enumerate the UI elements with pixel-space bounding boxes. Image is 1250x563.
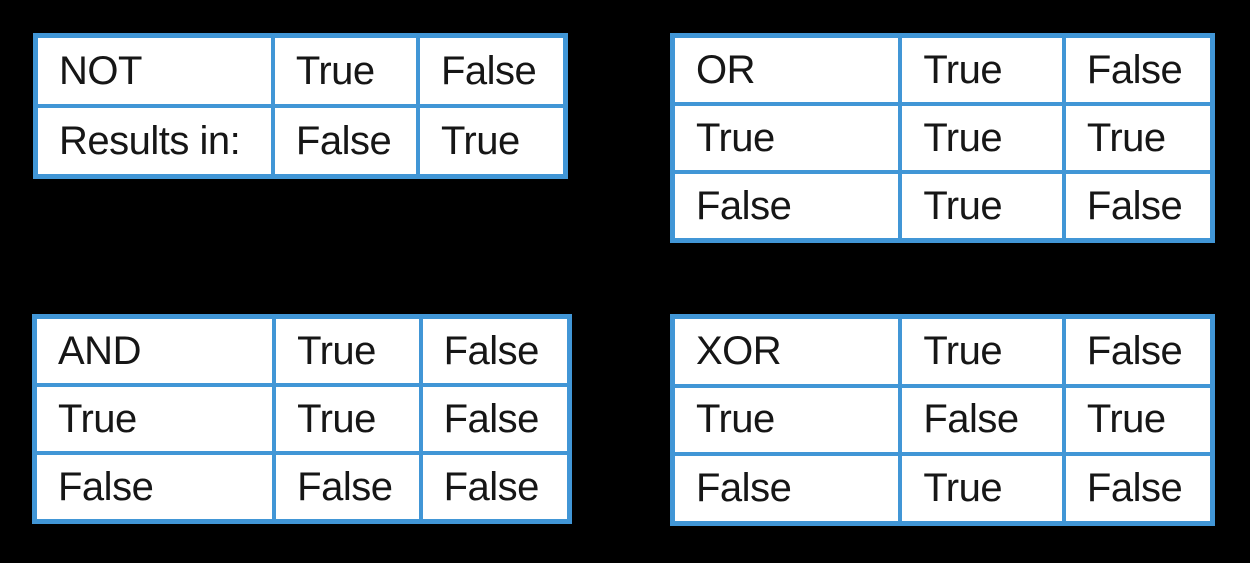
value-cell: False bbox=[274, 108, 416, 174]
row-label-cell: False bbox=[675, 456, 899, 521]
operator-cell: AND bbox=[37, 319, 273, 383]
or-truth-table: OR True False True True True False True … bbox=[670, 33, 1215, 243]
value-cell: False bbox=[422, 387, 567, 451]
header-cell: True bbox=[276, 319, 419, 383]
row-label-cell: True bbox=[675, 106, 899, 170]
header-cell: False bbox=[1065, 38, 1210, 102]
row-label-cell: Results in: bbox=[38, 108, 271, 174]
header-cell: False bbox=[1065, 319, 1210, 384]
header-cell: False bbox=[422, 319, 567, 383]
value-cell: False bbox=[276, 455, 419, 519]
row-label-cell: False bbox=[675, 174, 899, 238]
value-cell: True bbox=[419, 108, 563, 174]
header-cell: True bbox=[274, 38, 416, 104]
value-cell: False bbox=[902, 387, 1062, 453]
value-cell: True bbox=[902, 174, 1062, 238]
value-cell: False bbox=[1065, 174, 1210, 238]
value-cell: True bbox=[1065, 106, 1210, 170]
operator-cell: NOT bbox=[38, 38, 271, 104]
value-cell: True bbox=[902, 106, 1062, 170]
row-label-cell: True bbox=[37, 387, 273, 451]
value-cell: True bbox=[902, 456, 1062, 521]
value-cell: True bbox=[276, 387, 419, 451]
operator-cell: OR bbox=[675, 38, 899, 102]
header-cell: True bbox=[902, 38, 1062, 102]
xor-truth-table: XOR True False True False True False Tru… bbox=[670, 314, 1215, 526]
value-cell: False bbox=[1065, 456, 1210, 521]
value-cell: False bbox=[422, 455, 567, 519]
and-truth-table: AND True False True True False False Fal… bbox=[32, 314, 572, 524]
row-label-cell: False bbox=[37, 455, 273, 519]
header-cell: True bbox=[902, 319, 1062, 384]
header-cell: False bbox=[419, 38, 563, 104]
row-label-cell: True bbox=[675, 387, 899, 453]
not-truth-table: NOT True False Results in: False True bbox=[33, 33, 568, 179]
operator-cell: XOR bbox=[675, 319, 899, 384]
value-cell: True bbox=[1065, 387, 1210, 453]
